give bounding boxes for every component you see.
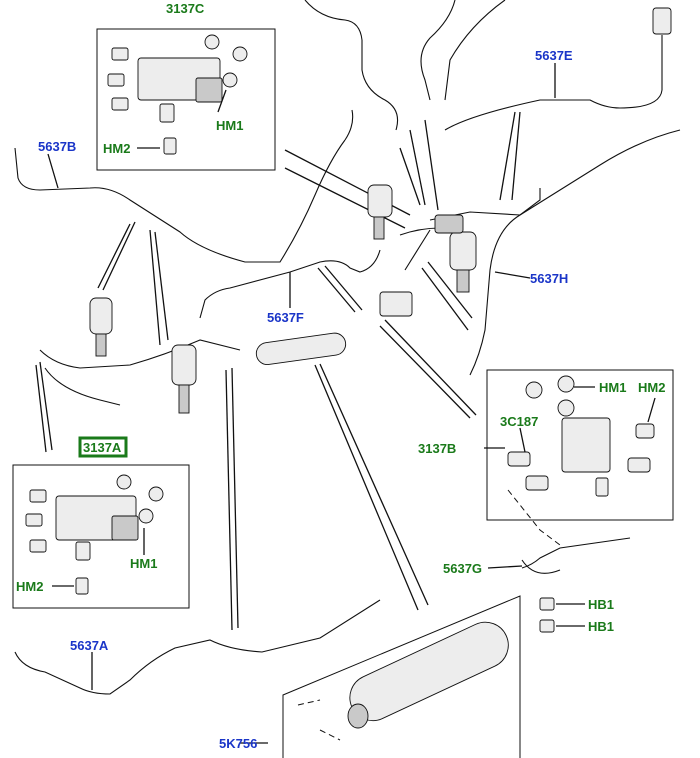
leader-lines bbox=[35, 111, 521, 631]
detail-box-5K756 bbox=[282, 595, 521, 758]
label-hm2-top[interactable]: HM2 bbox=[103, 141, 130, 156]
air-spring-front-left bbox=[89, 297, 113, 357]
detail-box-3137B bbox=[486, 369, 674, 521]
air-spring-front-right bbox=[367, 184, 393, 240]
reservoir-part bbox=[652, 7, 672, 35]
label-5K756[interactable]: 5K756 bbox=[219, 736, 257, 751]
valve-block-3137B bbox=[507, 375, 655, 546]
air-tank-large-5K756 bbox=[347, 621, 509, 729]
label-hm2-right[interactable]: HM2 bbox=[638, 380, 665, 395]
selected-part-outline bbox=[78, 436, 128, 458]
mount-dashes bbox=[297, 699, 321, 706]
label-hm2-left[interactable]: HM2 bbox=[16, 579, 43, 594]
label-hb1-b[interactable]: HB1 bbox=[588, 619, 614, 634]
label-5637B[interactable]: 5637B bbox=[38, 139, 76, 154]
label-hb1-a[interactable]: HB1 bbox=[588, 597, 614, 612]
label-3137A[interactable]: 3137A bbox=[83, 440, 122, 455]
valve-block-3137A bbox=[25, 474, 164, 595]
hb1-bolts bbox=[539, 597, 585, 633]
label-3137B[interactable]: 3137B bbox=[418, 441, 456, 456]
air-tank-small bbox=[255, 332, 347, 366]
label-leaders bbox=[47, 63, 656, 744]
label-hm1-right[interactable]: HM1 bbox=[599, 380, 626, 395]
valve-block-3137C bbox=[107, 34, 248, 155]
air-spring-rear-right bbox=[449, 231, 477, 293]
valve-block-center bbox=[379, 214, 464, 317]
label-5637H[interactable]: 5637H bbox=[530, 271, 568, 286]
label-5637F[interactable]: 5637F bbox=[267, 310, 304, 325]
label-5637G[interactable]: 5637G bbox=[443, 561, 482, 576]
label-hm1-top[interactable]: HM1 bbox=[216, 118, 243, 133]
detail-box-3137A bbox=[12, 464, 190, 609]
label-3C187[interactable]: 3C187 bbox=[500, 414, 538, 429]
label-hm1-left[interactable]: HM1 bbox=[130, 556, 157, 571]
label-3137C[interactable]: 3137C bbox=[166, 1, 205, 16]
label-5637A[interactable]: 5637A bbox=[70, 638, 109, 653]
label-5637E[interactable]: 5637E bbox=[535, 48, 573, 63]
detail-box-3137C bbox=[96, 28, 276, 171]
air-spring-rear-left bbox=[171, 344, 197, 414]
